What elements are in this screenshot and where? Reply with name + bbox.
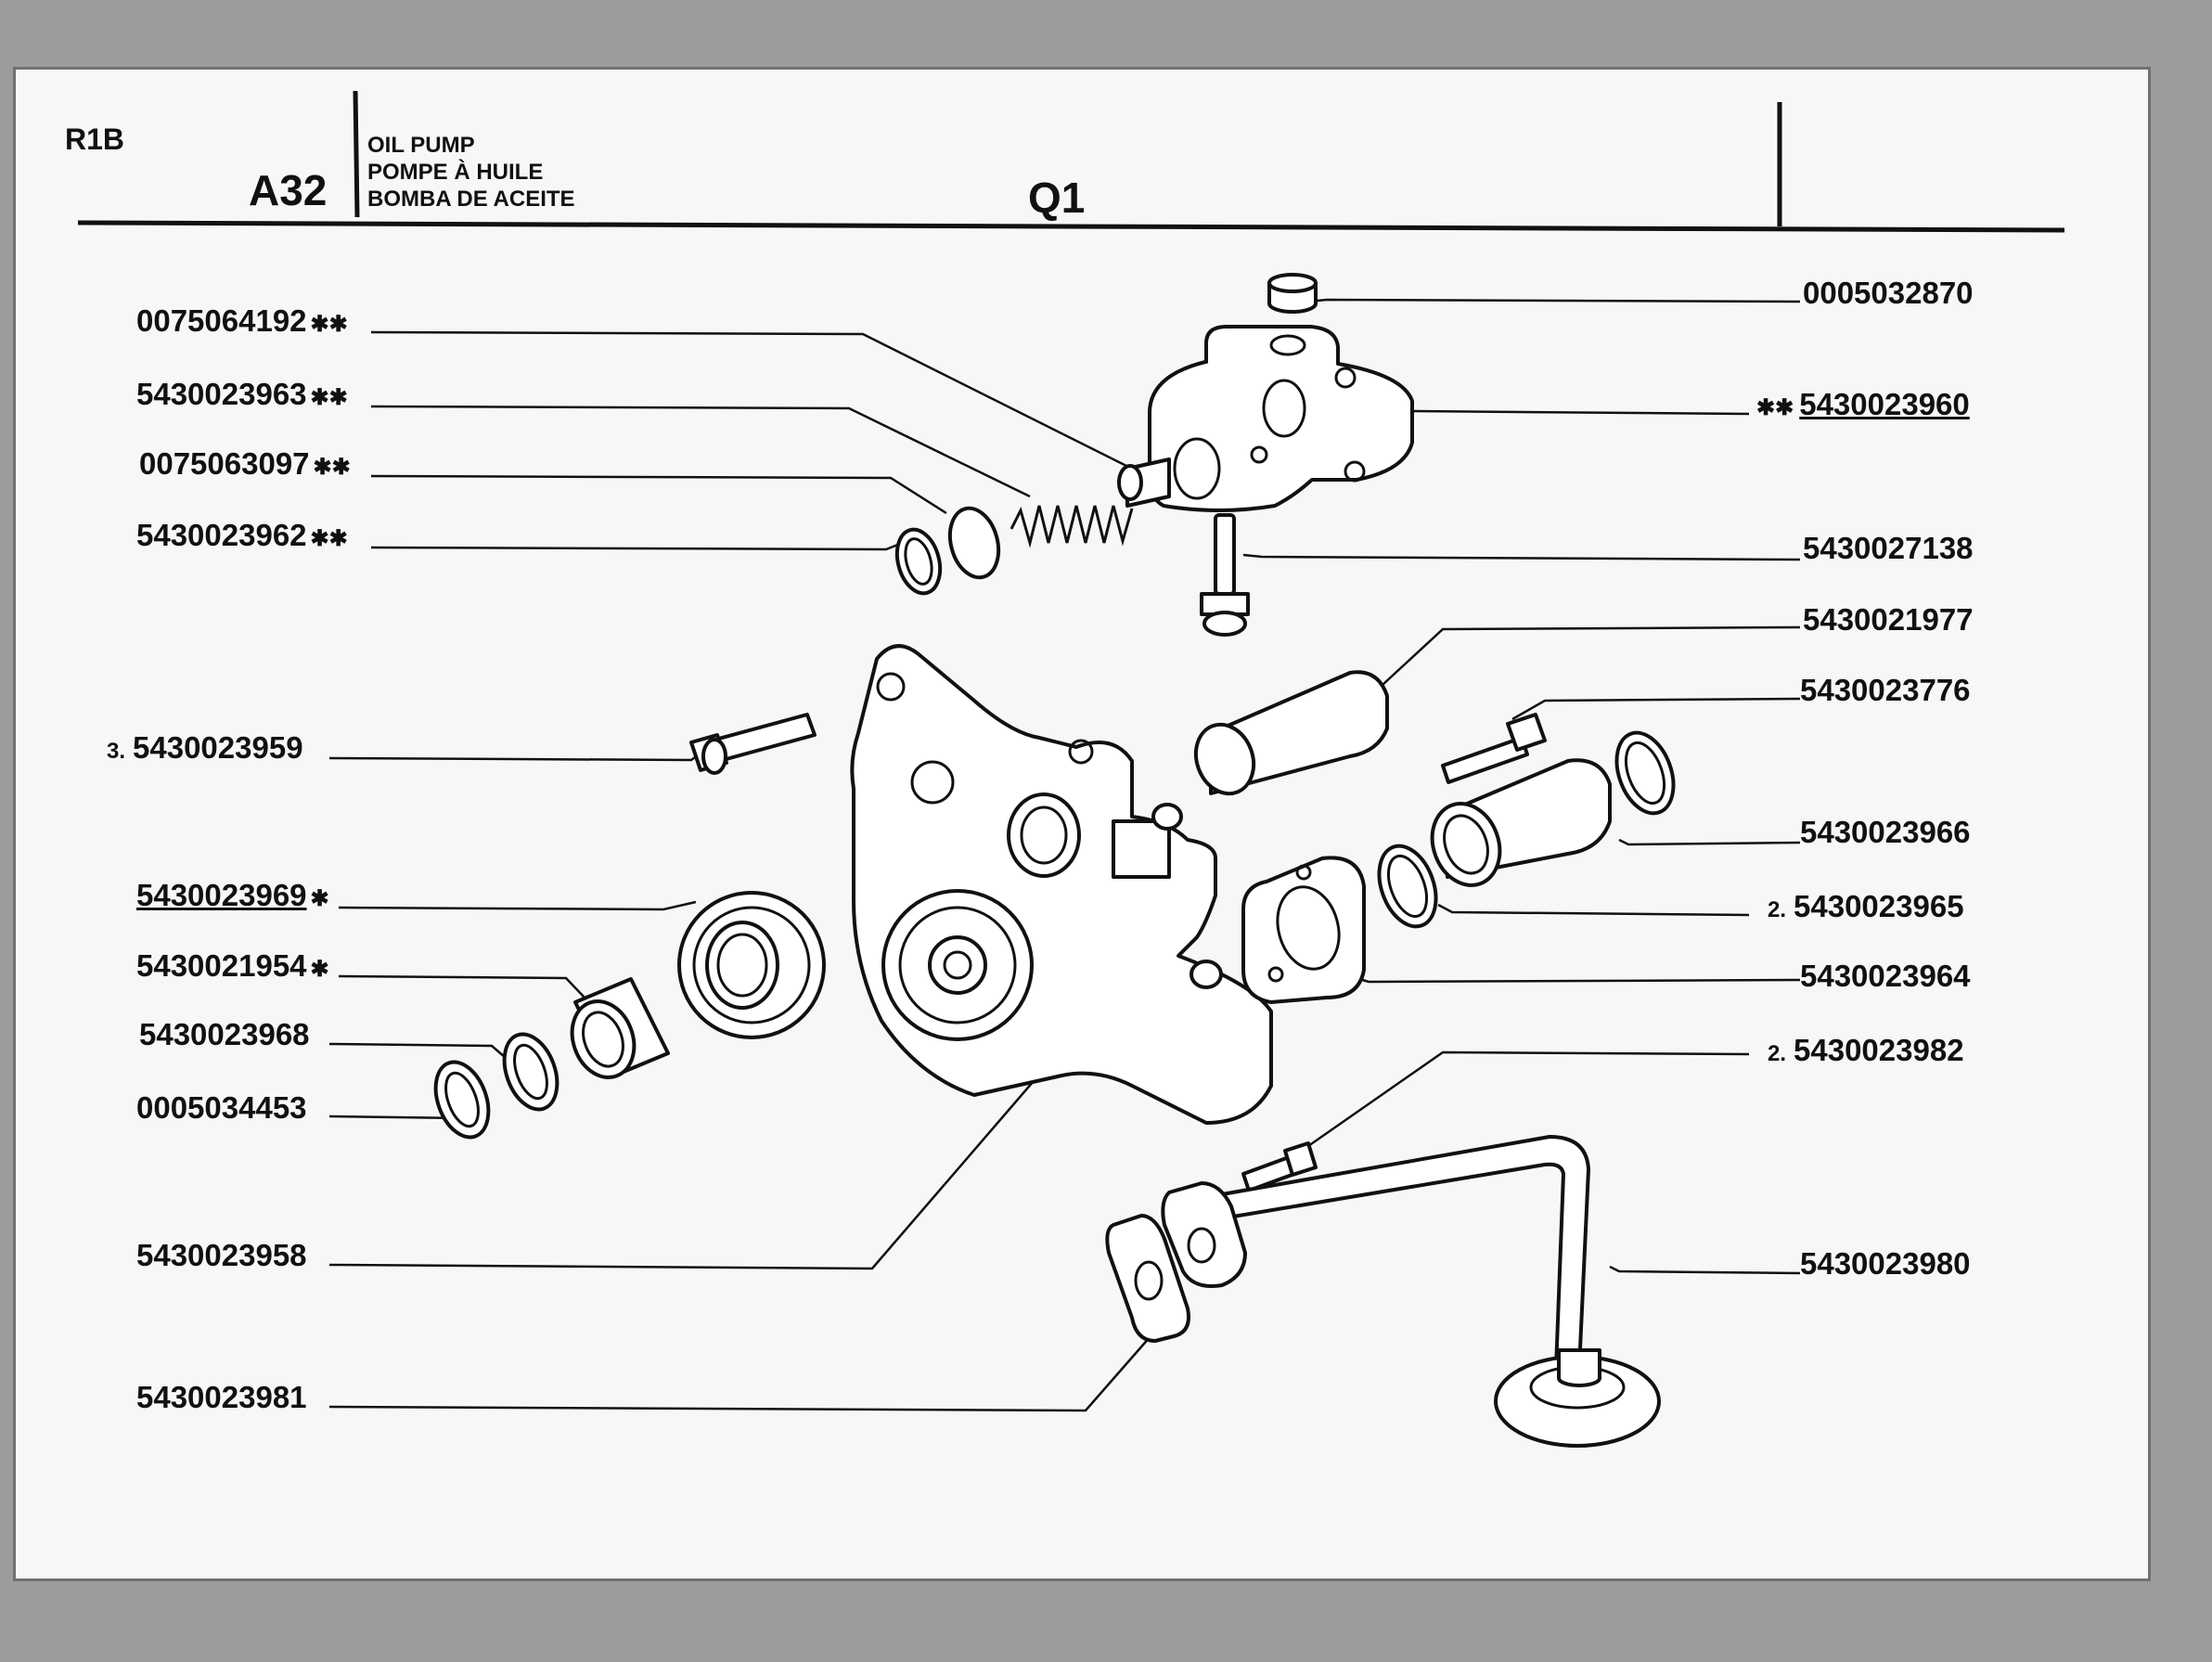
relief-valve-body (1117, 325, 1414, 512)
part-label-5430023980: 5430023980 (1800, 1246, 1971, 1281)
part-label-5430023982: 2.5430023982 (1768, 1033, 1964, 1067)
part-label-5430027138: 5430027138 (1803, 531, 1974, 565)
header-rules (77, 90, 2065, 233)
valve-bolt (1200, 513, 1250, 637)
part-label-5430023966: 5430023966 (1800, 815, 1971, 849)
gear-bushing (570, 977, 670, 1079)
sleeve-oring (1377, 844, 1438, 929)
part-label-5430023964: 5430023964 (1800, 959, 1971, 993)
suction-gasket (1105, 1214, 1190, 1343)
part-label-0075063097: 0075063097✱✱ (139, 446, 351, 481)
suction-pipe (1161, 1135, 1661, 1448)
title-fr: POMPE À HUILE (367, 160, 544, 185)
part-label-5430023965: 2.5430023965 (1768, 889, 1964, 923)
pump-gear (881, 889, 1034, 1041)
part-label-5430023969: 5430023969✱ (136, 878, 329, 912)
section-code: Q1 (1028, 174, 1086, 222)
pump-body (850, 644, 1273, 1125)
valve-washer (947, 506, 1001, 580)
sleeve-oring-top (1614, 730, 1676, 816)
suction-pipe-bolt (1241, 1141, 1318, 1192)
drive-gear (677, 891, 826, 1039)
part-label-5430023968: 5430023968 (139, 1017, 310, 1051)
title-es: BOMBA DE ACEITE (367, 187, 575, 212)
title-en: OIL PUMP (367, 133, 475, 158)
part-label-0005034453: 0005034453 (136, 1090, 307, 1125)
model-code: R1B (65, 122, 125, 156)
part-label-5430023958: 5430023958 (136, 1238, 307, 1272)
group-code: A32 (249, 166, 328, 214)
gear-circlip (433, 1060, 491, 1140)
part-label-5430023960: ✱✱5430023960 (1756, 387, 1970, 421)
part-label-5430023776: 5430023776 (1800, 673, 1971, 707)
valve-circlip (894, 527, 943, 596)
pump-shaft-tube (1193, 670, 1389, 796)
pump-mount-bolt (689, 713, 817, 775)
outlet-sleeve (1430, 758, 1612, 887)
sleeve-bolt (1441, 713, 1547, 784)
part-label-0075064192: 0075064192✱✱ (136, 303, 348, 338)
valve-spring (1010, 505, 1134, 548)
part-label-5430023981: 5430023981 (136, 1380, 307, 1414)
outlet-flange (1241, 856, 1366, 1004)
part-label-5430021977: 5430021977 (1803, 602, 1974, 637)
part-label-5430023963: 5430023963✱✱ (136, 377, 348, 411)
part-label-5430021954: 5430021954✱ (136, 948, 329, 983)
part-label-5430023962: 5430023962✱✱ (136, 518, 348, 552)
part-label-5430023959: 3.5430023959 (107, 730, 303, 765)
part-label-0005032870: 0005032870 (1803, 276, 1974, 310)
valve-plug (1267, 273, 1318, 314)
gear-washer (502, 1032, 559, 1112)
